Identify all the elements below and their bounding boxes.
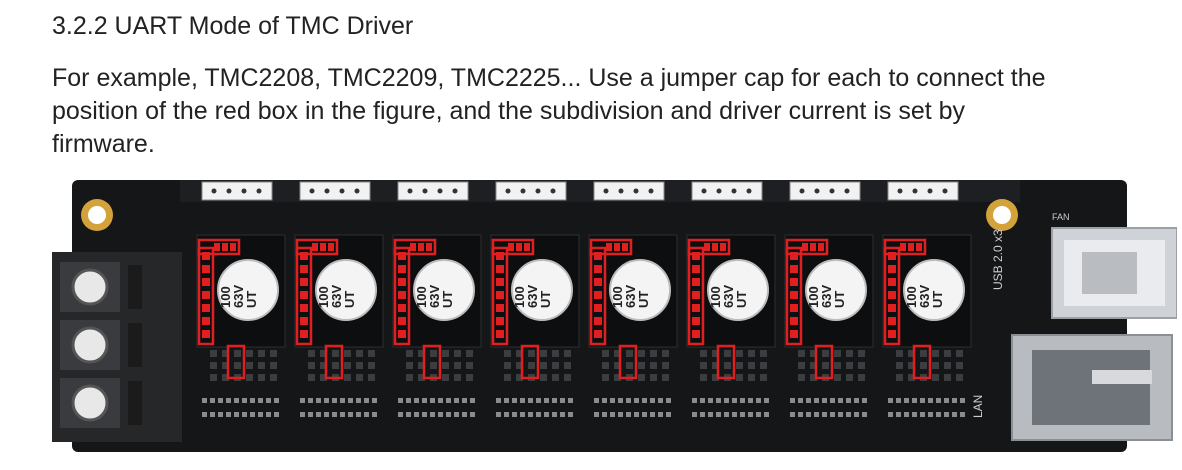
capacitor bbox=[805, 259, 867, 321]
capacitor-label: 100 bbox=[512, 286, 527, 308]
motor-connector bbox=[593, 181, 665, 201]
capacitor bbox=[707, 259, 769, 321]
highlight-box-left-header bbox=[687, 246, 705, 346]
capacitor-label: 100 bbox=[218, 286, 233, 308]
capacitor bbox=[413, 259, 475, 321]
terminal-screw-icon bbox=[71, 384, 109, 422]
lan-port bbox=[1011, 334, 1173, 441]
highlight-box-left-header bbox=[785, 246, 803, 346]
capacitor-label: UT bbox=[244, 291, 259, 308]
motor-connector bbox=[495, 181, 567, 201]
driver-module: Motor810063VUT bbox=[882, 181, 972, 417]
driver-module: Motor210063VUT bbox=[294, 181, 384, 417]
motor-connector bbox=[691, 181, 763, 201]
capacitor-label: 63V bbox=[329, 285, 344, 308]
capacitor-label: 63V bbox=[819, 285, 834, 308]
highlight-box-left-header bbox=[393, 246, 411, 346]
capacitor bbox=[609, 259, 671, 321]
capacitor-label: 63V bbox=[721, 285, 736, 308]
uart-jumper-highlight bbox=[520, 344, 540, 380]
highlight-box-top-header bbox=[491, 238, 535, 256]
capacitor-label: 100 bbox=[414, 286, 429, 308]
highlight-box-top-header bbox=[883, 238, 927, 256]
motor-connector bbox=[299, 181, 371, 201]
highlight-box-top-header bbox=[785, 238, 829, 256]
uart-jumper-highlight bbox=[226, 344, 246, 380]
highlight-box-left-header bbox=[197, 246, 215, 346]
pcb-illustration: Motor110063VUTMotor210063VUTMotor310063V… bbox=[52, 180, 1177, 452]
uart-jumper-highlight bbox=[912, 344, 932, 380]
usb-port bbox=[1051, 227, 1177, 319]
capacitor bbox=[217, 259, 279, 321]
usb-label: USB 2.0 x3 bbox=[991, 229, 1005, 290]
capacitor-label: UT bbox=[342, 291, 357, 308]
capacitor-label: 63V bbox=[231, 285, 246, 308]
driver-module: Motor110063VUT bbox=[196, 181, 286, 417]
capacitor-label: 63V bbox=[917, 285, 932, 308]
highlight-box-left-header bbox=[589, 246, 607, 346]
uart-jumper-highlight bbox=[422, 344, 442, 380]
fan-label: FAN bbox=[1052, 212, 1070, 222]
terminal-screw-icon bbox=[71, 326, 109, 364]
section-heading: 3.2.2 UART Mode of TMC Driver bbox=[52, 12, 414, 40]
capacitor-label: 63V bbox=[623, 285, 638, 308]
capacitor-label: 63V bbox=[427, 285, 442, 308]
driver-module: Motor410063VUT bbox=[490, 181, 580, 417]
capacitor-label: UT bbox=[440, 291, 455, 308]
capacitor-label: 100 bbox=[806, 286, 821, 308]
capacitor-label: UT bbox=[930, 291, 945, 308]
highlight-box-top-header bbox=[687, 238, 731, 256]
highlight-box-top-header bbox=[295, 238, 339, 256]
highlight-box-top-header bbox=[393, 238, 437, 256]
highlight-box-left-header bbox=[883, 246, 901, 346]
power-terminal-block bbox=[52, 252, 182, 442]
driver-module: Motor710063VUT bbox=[784, 181, 874, 417]
driver-module: Motor510063VUT bbox=[588, 181, 678, 417]
highlight-box-top-header bbox=[589, 238, 633, 256]
terminal-screw-icon bbox=[71, 268, 109, 306]
capacitor-label: UT bbox=[636, 291, 651, 308]
motor-connector bbox=[201, 181, 273, 201]
capacitor bbox=[511, 259, 573, 321]
driver-modules: Motor110063VUTMotor210063VUTMotor310063V… bbox=[196, 181, 972, 417]
capacitor-label: UT bbox=[538, 291, 553, 308]
capacitor bbox=[315, 259, 377, 321]
uart-jumper-highlight bbox=[716, 344, 736, 380]
uart-jumper-highlight bbox=[618, 344, 638, 380]
instruction-paragraph: For example, TMC2208, TMC2209, TMC2225..… bbox=[52, 64, 1046, 158]
motor-connector bbox=[789, 181, 861, 201]
capacitor-label: 100 bbox=[316, 286, 331, 308]
motor-connector bbox=[397, 181, 469, 201]
motor-connector bbox=[887, 181, 959, 201]
capacitor-label: 63V bbox=[525, 285, 540, 308]
lan-label: LAN bbox=[971, 395, 985, 418]
driver-module: Motor610063VUT bbox=[686, 181, 776, 417]
highlight-box-top-header bbox=[197, 238, 241, 256]
capacitor-label: 100 bbox=[904, 286, 919, 308]
capacitor-label: 100 bbox=[610, 286, 625, 308]
board-figure: Motor110063VUTMotor210063VUTMotor310063V… bbox=[52, 180, 1177, 452]
highlight-box-left-header bbox=[295, 246, 313, 346]
capacitor bbox=[903, 259, 965, 321]
uart-jumper-highlight bbox=[324, 344, 344, 380]
capacitor-label: 100 bbox=[708, 286, 723, 308]
capacitor-label: UT bbox=[734, 291, 749, 308]
highlight-box-left-header bbox=[491, 246, 509, 346]
driver-module: Motor310063VUT bbox=[392, 181, 482, 417]
uart-jumper-highlight bbox=[814, 344, 834, 380]
capacitor-label: UT bbox=[832, 291, 847, 308]
